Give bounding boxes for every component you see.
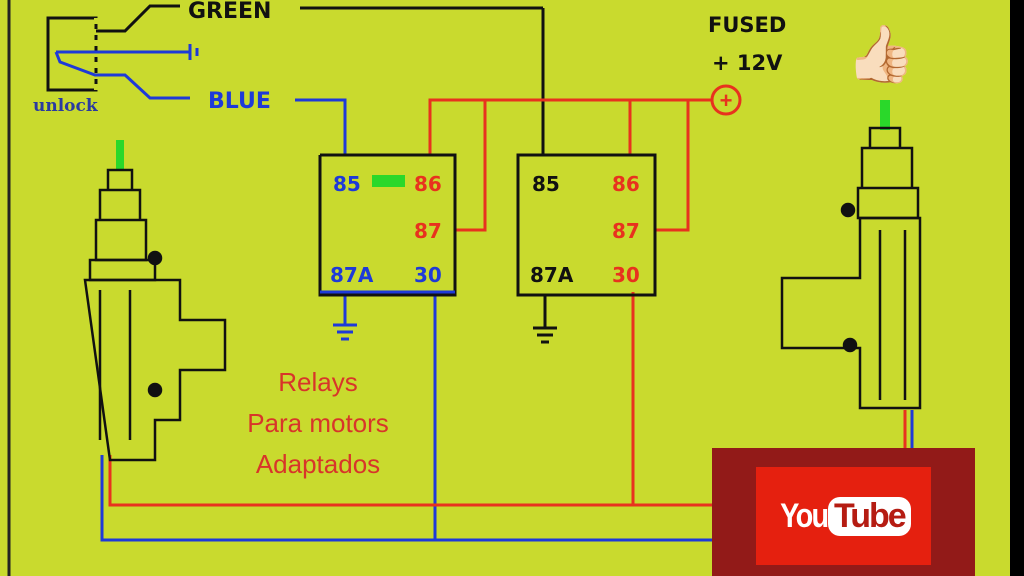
relay2-pin-30: 30 <box>612 263 640 287</box>
relay1-pin-85: 85 <box>333 172 361 196</box>
fused-12v-wire <box>428 98 712 155</box>
relay1-pin-87: 87 <box>414 219 442 243</box>
relay-2: 85 86 87 87A 30 <box>516 153 657 297</box>
relay2-pin-87a: 87A <box>530 263 574 287</box>
relay1-pin-30: 30 <box>414 263 442 287</box>
plus-12v-label: + 12V <box>712 51 783 75</box>
youtube-logo-badge: You Tube <box>756 467 931 565</box>
relay1-pin-86: 86 <box>414 172 442 196</box>
blue-wire <box>295 98 347 155</box>
fuse-plus-icon <box>710 84 742 116</box>
left-door-lock-actuator <box>83 140 227 462</box>
caption-line: Adaptados <box>255 449 381 479</box>
youtube-tube-text: Tube <box>828 496 911 536</box>
relay-1: 85 86 87 87A 30 <box>318 153 457 297</box>
relay2-pin-87: 87 <box>612 219 640 243</box>
plus-symbol: + <box>720 88 733 113</box>
caption-line: Relays <box>278 367 358 397</box>
unlock-label: unlock <box>33 96 99 116</box>
relay2-pin-85: 85 <box>532 172 560 196</box>
thumbs-up-icon: 👍🏻 <box>846 22 916 85</box>
right-door-lock-actuator <box>780 100 922 410</box>
blue-wire-label: BLUE <box>208 89 271 114</box>
right-edge-bar <box>1010 0 1024 576</box>
relay2-87-wire <box>655 100 690 232</box>
unlock-switch <box>46 4 543 100</box>
relay2-pin-86: 86 <box>612 172 640 196</box>
relay1-87-wire <box>455 100 487 232</box>
ground-icon <box>333 323 357 341</box>
bottom-blue-wire <box>100 455 905 542</box>
ground-icon <box>533 326 557 344</box>
youtube-you-text: You <box>780 496 829 535</box>
green-wire-label: GREEN <box>188 0 271 24</box>
relay-indicator <box>372 175 405 187</box>
fused-label: FUSED <box>708 13 786 37</box>
caption-line: Para motors <box>247 408 389 438</box>
relay1-pin-87a: 87A <box>330 263 374 287</box>
caption: Relays Para motors Adaptados <box>200 362 436 485</box>
youtube-logo[interactable]: You Tube <box>712 448 975 576</box>
